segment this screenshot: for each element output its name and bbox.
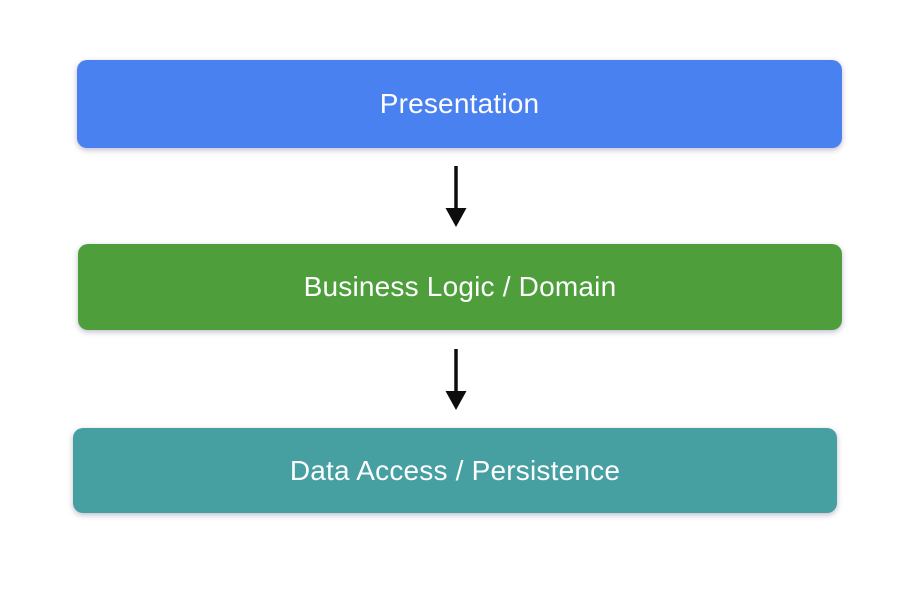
layer-box-business-logic: Business Logic / Domain — [78, 244, 842, 330]
down-arrow-icon — [445, 349, 467, 410]
layer-box-data-access: Data Access / Persistence — [73, 428, 837, 513]
layer-label-presentation: Presentation — [379, 88, 540, 119]
layer-label-business-logic: Business Logic / Domain — [303, 271, 617, 302]
layer-label-data-access: Data Access / Persistence — [289, 454, 621, 486]
arrow-head — [445, 391, 467, 410]
layer-box-presentation: Presentation — [77, 60, 842, 148]
arrow-head — [445, 208, 467, 227]
down-arrow-icon — [445, 166, 467, 227]
